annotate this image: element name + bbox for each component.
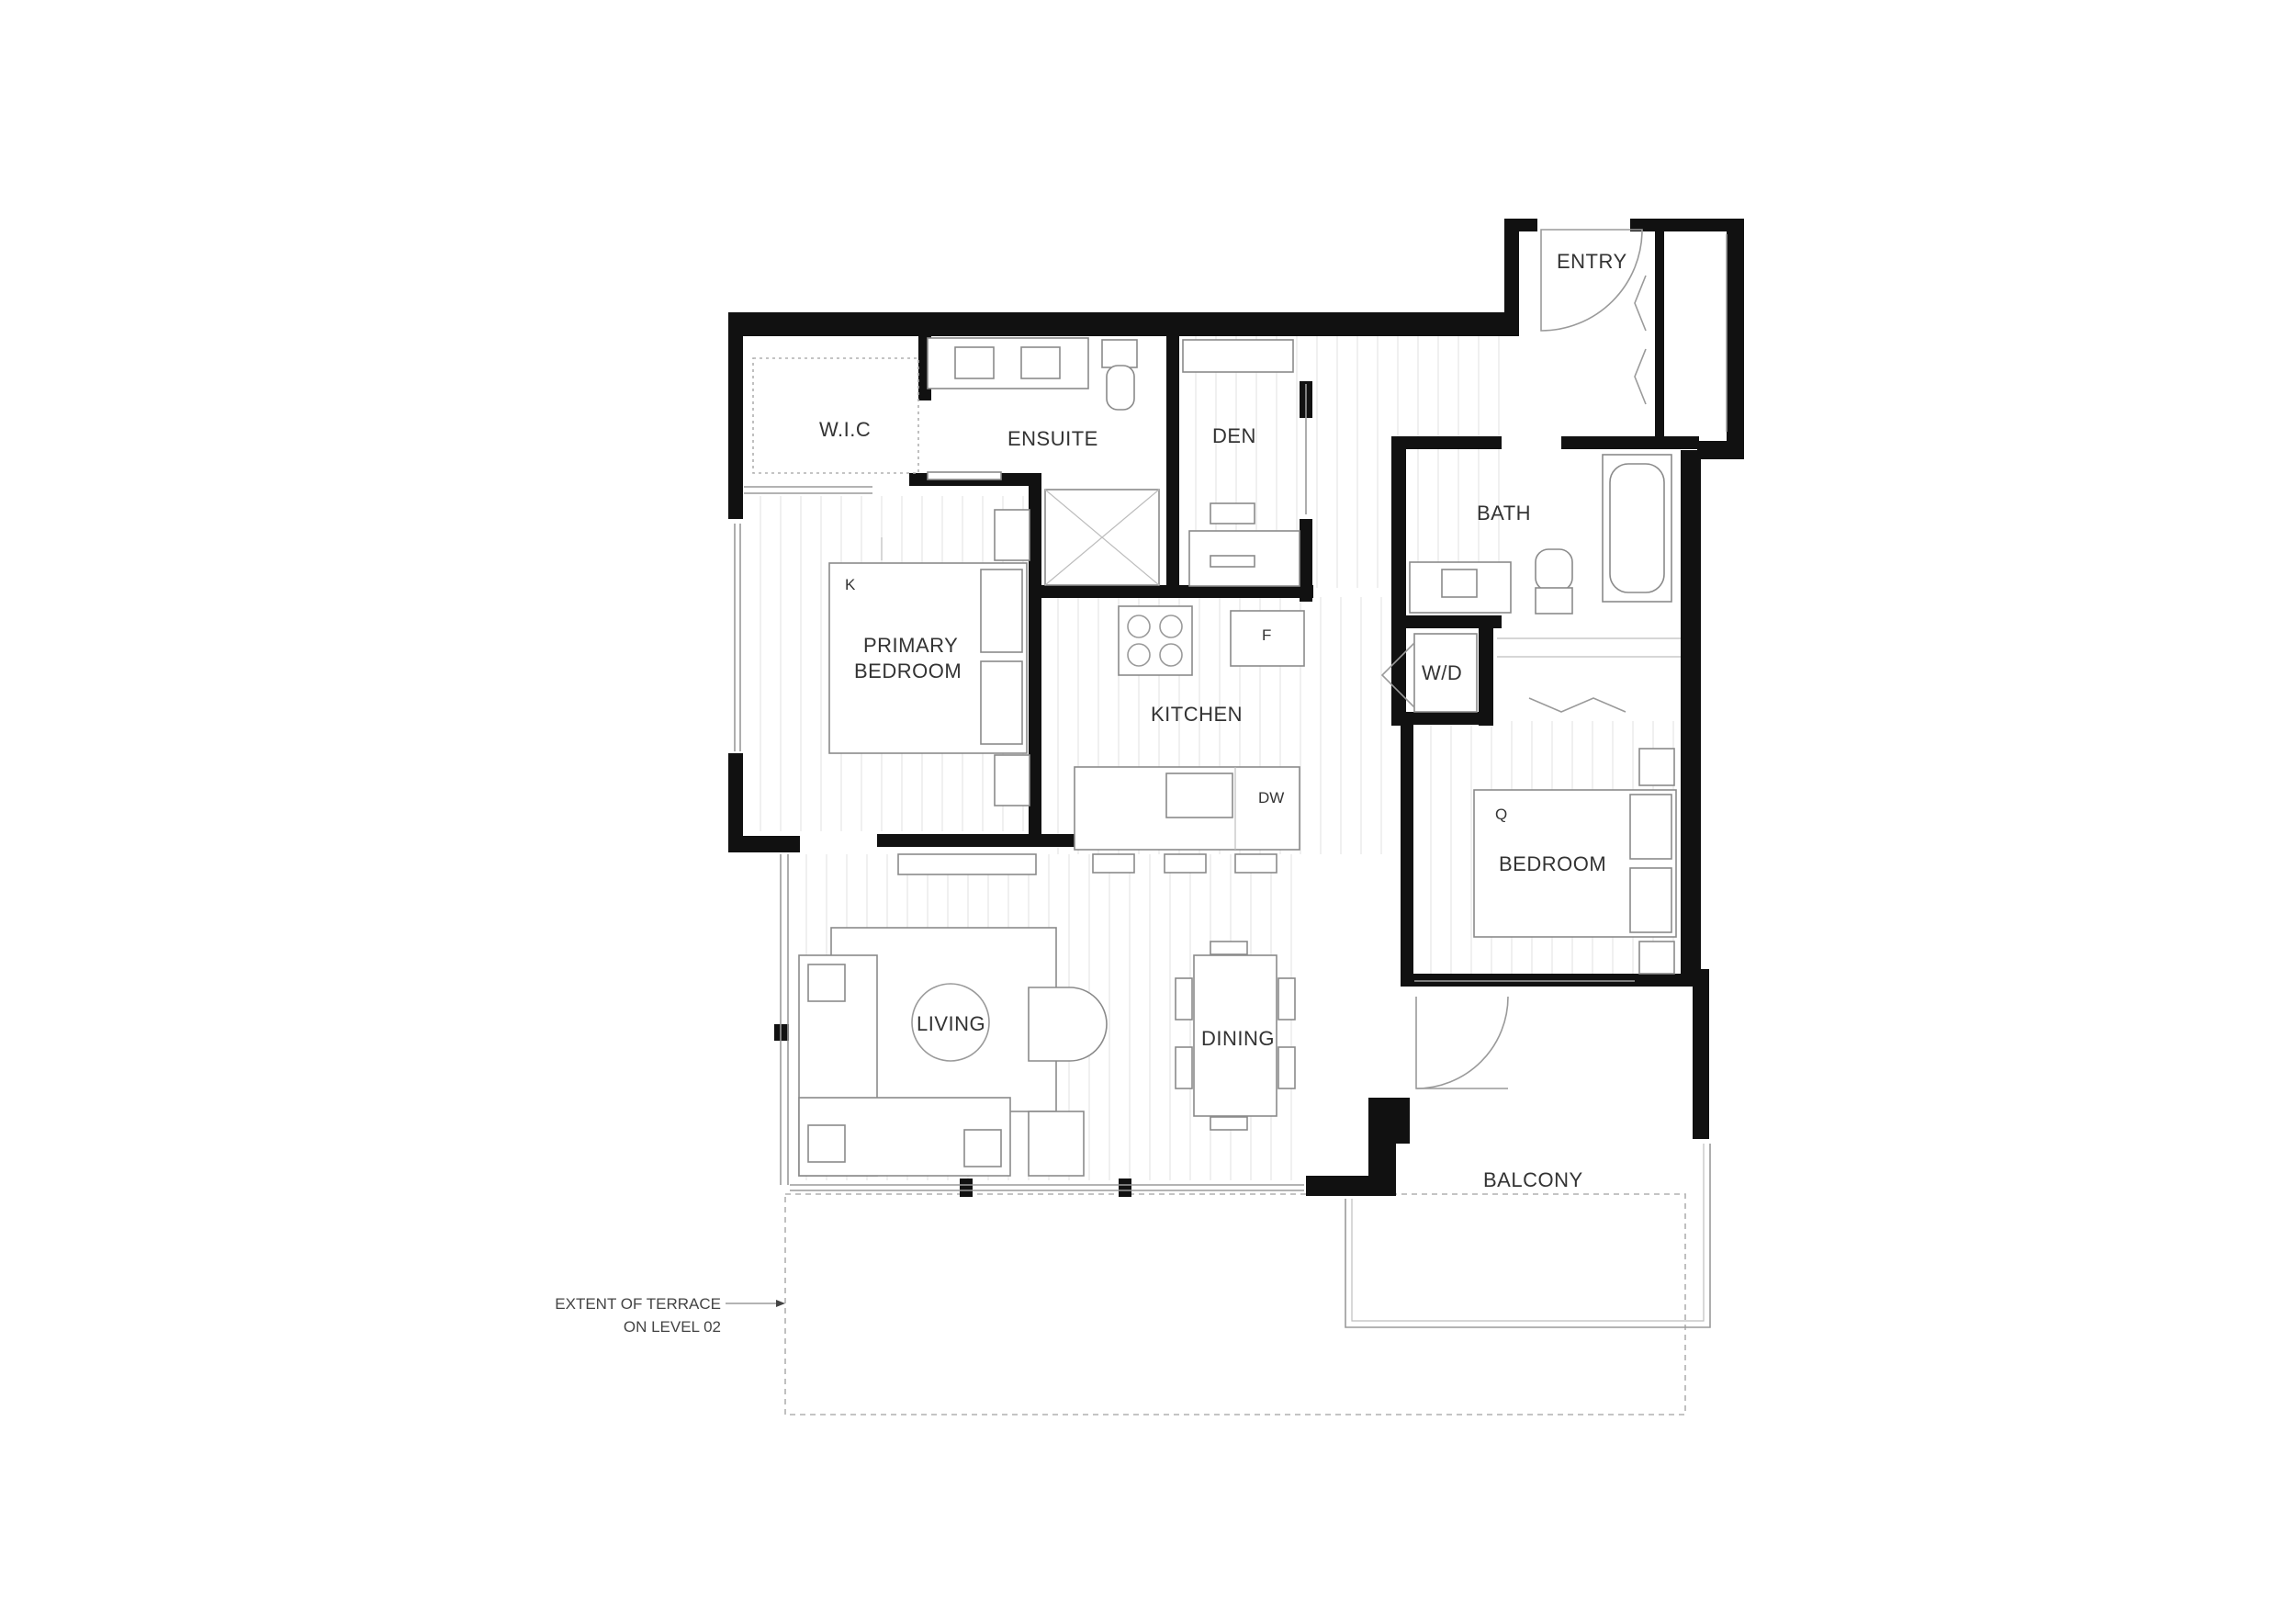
- label-wic: W.I.C: [819, 418, 871, 441]
- label-fridge: F: [1262, 626, 1271, 644]
- doors: [1415, 229, 1647, 1089]
- label-bedroom: BEDROOM: [1499, 852, 1606, 875]
- label-kitchen: KITCHEN: [1151, 703, 1243, 726]
- terrace-note-line2: ON LEVEL 02: [624, 1318, 721, 1336]
- windows: [734, 234, 1728, 1191]
- terrace-note: EXTENT OF TERRACE ON LEVEL 02: [555, 1295, 721, 1336]
- label-dining: DINING: [1201, 1027, 1275, 1050]
- label-primary-bedroom-1: PRIMARY: [863, 634, 958, 657]
- bedroom-furniture: [1414, 748, 1677, 982]
- label-living: LIVING: [917, 1012, 985, 1035]
- kitchen-fixtures: [1074, 605, 1305, 874]
- label-queen-bed: Q: [1495, 806, 1507, 823]
- label-entry: ENTRY: [1557, 250, 1627, 273]
- primary-bedroom-furniture: [828, 509, 1030, 806]
- room-labels: ENTRY W.I.C ENSUITE DEN BATH PRIMARY BED…: [819, 250, 1627, 1191]
- dining-furniture: [1175, 941, 1296, 1131]
- fixture-labels: F DW K Q: [845, 576, 1507, 823]
- wic-closet: [744, 357, 919, 494]
- label-den: DEN: [1212, 424, 1256, 447]
- terrace-note-line1: EXTENT OF TERRACE: [555, 1295, 721, 1313]
- label-primary-bedroom-2: BEDROOM: [854, 660, 962, 682]
- exterior-walls: [728, 219, 1744, 1197]
- label-dishwasher: DW: [1258, 789, 1284, 806]
- wd-closet: [1380, 633, 1681, 713]
- living-furniture: [798, 853, 1108, 1177]
- label-wd: W/D: [1422, 661, 1462, 684]
- label-balcony: BALCONY: [1483, 1168, 1583, 1191]
- balcony-railing: [1345, 1144, 1711, 1328]
- bath-fixtures: [1409, 454, 1672, 615]
- terrace-pointer: [726, 1300, 785, 1307]
- den-furniture: [1182, 339, 1307, 587]
- label-king-bed: K: [845, 576, 856, 593]
- ensuite-fixtures: [927, 337, 1160, 586]
- label-bath: BATH: [1477, 502, 1531, 524]
- terrace-extent: [784, 1193, 1686, 1415]
- label-ensuite: ENSUITE: [1007, 427, 1098, 450]
